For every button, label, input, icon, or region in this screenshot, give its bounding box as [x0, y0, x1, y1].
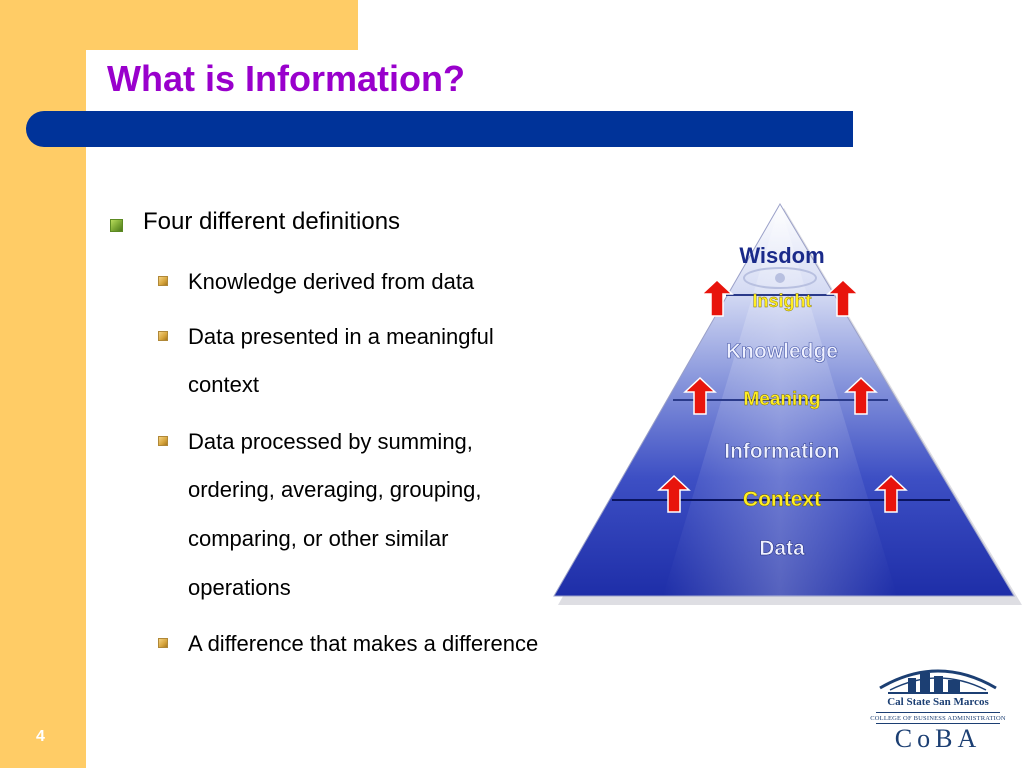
pyramid-level-wisdom: Wisdom: [739, 243, 824, 268]
bullet-main-text: Four different definitions: [143, 208, 401, 235]
logo-rule: [876, 723, 1000, 724]
pyramid-level-meaning: Meaning: [743, 389, 820, 410]
bullet-square-icon: [158, 276, 168, 286]
pyramid-level-knowledge: Knowledge: [726, 340, 838, 363]
sub-bullet-text: Data processed by summing,: [188, 429, 473, 454]
sub-bullet-text: A difference that makes a difference: [188, 631, 539, 656]
pyramid-level-context: Context: [743, 488, 821, 511]
arrow-up-icon: [657, 278, 908, 513]
pyramid-level-insight: Insight: [753, 291, 812, 311]
sub-bullet-text: comparing, or other similar: [188, 526, 449, 551]
pyramid-level-data: Data: [759, 537, 805, 560]
page-number: 4: [36, 728, 45, 745]
sub-bullet-text: operations: [188, 575, 291, 600]
bullet-square-icon: [158, 331, 168, 341]
bullet-square-icon: [110, 219, 123, 232]
logo-abbrev: CoBA: [894, 724, 982, 753]
campus-skyline-icon: [879, 669, 997, 694]
eye-icon: [743, 267, 817, 289]
sub-bullet-text: ordering, averaging, grouping,: [188, 477, 482, 502]
bullet-square-icon: [158, 436, 168, 446]
logo-college-name: COLLEGE OF BUSINESS ADMINISTRATION: [870, 715, 1006, 722]
content-corner: [86, 50, 146, 110]
bullet-square-icon: [158, 638, 168, 648]
sub-bullet-text: Knowledge derived from data: [188, 269, 475, 294]
logo-university-name: Cal State San Marcos: [887, 696, 989, 708]
dikw-pyramid: Wisdom Insight Knowledge Meaning Informa…: [553, 203, 1022, 605]
pyramid-level-information: Information: [724, 440, 840, 463]
sub-bullet-text: context: [188, 372, 259, 397]
top-accent-block: [0, 0, 358, 50]
logo-rule: [876, 712, 1000, 713]
title-underline-bar: [26, 111, 853, 147]
coba-logo: Cal State San Marcos COLLEGE OF BUSINESS…: [868, 660, 1008, 756]
slide-title: What is Information?: [107, 58, 465, 99]
sub-bullet-text: Data presented in a meaningful: [188, 324, 494, 349]
